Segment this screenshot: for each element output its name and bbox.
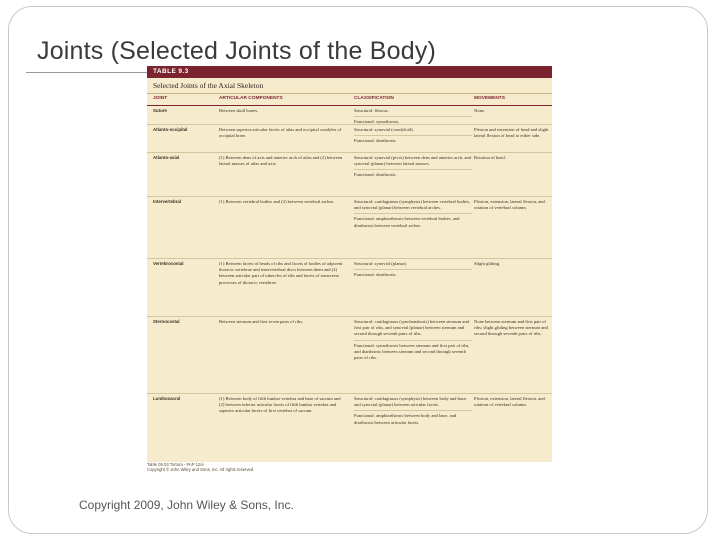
cell-movements: Flexion, extension, lateral flexion, and… [474,199,545,211]
cell-movements: None. [474,108,486,113]
credit-line: Copyright © John Wiley and Sons, Inc. Al… [147,467,255,472]
header-articular-components: ARTICULAR COMPONENTS [219,96,283,101]
cell-divider [354,116,472,118]
table-row: Sternocostal Between sternum and first s… [147,317,552,394]
slide-frame [8,6,708,534]
cell-components: Between skull bones. [219,108,259,113]
cell-classification: Structural: fibrous. Functional: synarth… [354,108,472,125]
classification-structural: Structural: cartilaginous (symphysis) be… [354,396,467,408]
cell-movements: Slight gliding. [474,261,501,266]
cell-divider [354,339,472,341]
cell-classification: Structural: synovial (condyloid). Functi… [354,127,472,144]
cell-divider [354,135,472,137]
table-row: Atlanto-axial (1) Between dens of axis a… [147,153,552,197]
cell-divider [354,269,472,271]
table-label: TABLE 9.3 [147,66,552,78]
cell-classification: Structural: synovial (planar). Functiona… [354,261,472,278]
cell-classification: Structural: cartilaginous (symphysis) be… [354,396,472,426]
cell-components: (1) Between body of fifth lumbar vertebr… [219,396,341,414]
cell-joint: Atlanto-axial [153,155,180,160]
slide-title: Joints (Selected Joints of the Body) [37,37,437,65]
cell-joint: Vertebrocostal [153,261,184,266]
cell-divider [354,169,472,171]
classification-functional: Functional: amphiarthrosis between body … [354,413,457,425]
joints-table-image: TABLE 9.3 Selected Joints of the Axial S… [147,66,552,462]
classification-functional: Functional: synarthrosis. [354,119,400,125]
classification-structural: Structural: synovial (planar). [354,261,407,266]
classification-structural: Structural: synovial (condyloid). [354,127,414,132]
cell-movements: None between sternum and first pair of r… [474,319,548,337]
cell-joint: Lumbosacral [153,396,181,401]
copyright-notice: Copyright 2009, John Wiley & Sons, Inc. [79,498,294,512]
cell-movements: Flexion and extension of head and slight… [474,127,549,139]
classification-functional: Functional: amphiarthrosis between verte… [354,216,460,228]
cell-classification: Structural: synovial (pivot) between den… [354,155,472,179]
cell-components: (1) Between facets of heads of ribs and … [219,261,343,285]
classification-structural: Structural: cartilaginous (symphysis) be… [354,199,471,211]
header-classification: CLASSIFICATION [354,96,394,101]
table-row: Vertebrocostal (1) Between facets of hea… [147,259,552,317]
cell-divider [354,213,472,215]
cell-joint: Intervertebral [153,199,182,204]
cell-divider [354,410,472,412]
credit-line: Table 09.03 Tortora - PAP 12/e [147,462,204,467]
classification-functional: Functional: diarthrosis. [354,172,397,178]
classification-structural: Structural: synovial (pivot) between den… [354,155,471,167]
cell-joint: Sternocostal [153,319,180,324]
table-row: Suture Between skull bones. Structural: … [147,106,552,125]
cell-components: Between sternum and first seven pairs of… [219,319,304,324]
cell-classification: Structural: cartilaginous (symphysis) be… [354,199,472,229]
cell-movements: Flexion, extension, lateral flexion, and… [474,396,545,408]
table-row: Atlanto-occipital Between superior artic… [147,125,552,153]
table-caption: Selected Joints of the Axial Skeleton [147,78,552,94]
cell-classification: Structural: cartilaginous (synchondrosis… [354,319,472,361]
cell-joint: Suture [153,108,167,113]
classification-functional: Functional: synarthrosis between sternum… [354,342,470,361]
table-credit: Table 09.03 Tortora - PAP 12/e Copyright… [147,462,347,478]
cell-joint: Atlanto-occipital [153,127,188,132]
cell-components: (1) Between dens of axis and anterior ar… [219,155,343,167]
cell-movements: Rotation of head. [474,155,506,160]
classification-structural: Structural: cartilaginous (synchondrosis… [354,319,469,337]
classification-structural: Structural: fibrous. [354,108,389,113]
cell-components: Between superior articular facets of atl… [219,127,342,139]
table-row: Lumbosacral (1) Between body of fifth lu… [147,394,552,456]
header-joint: JOINT [153,96,168,101]
table-row: Intervertebral (1) Between vertebral bod… [147,197,552,259]
table-header-row: JOINT ARTICULAR COMPONENTS CLASSIFICATIO… [147,94,552,106]
classification-functional: Functional: diarthrosis. [354,138,397,144]
cell-components: (1) Between vertebral bodies and (2) bet… [219,199,335,204]
header-movements: MOVEMENTS [474,96,505,101]
classification-functional: Functional: diarthrosis. [354,272,397,278]
